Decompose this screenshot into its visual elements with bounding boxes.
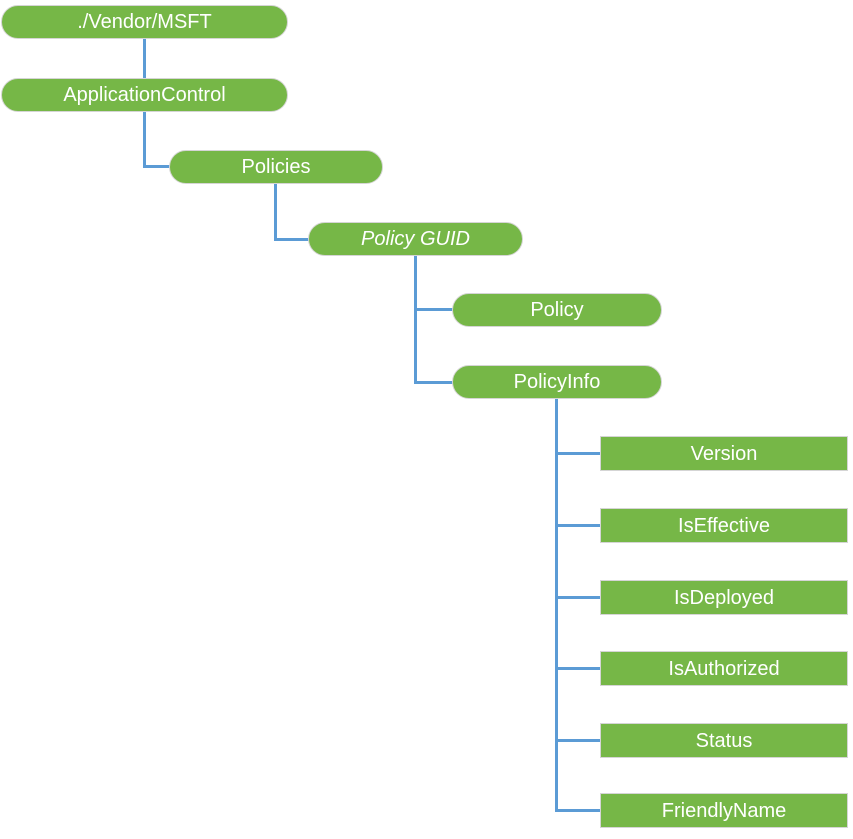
node-isdeployed: IsDeployed (600, 580, 848, 615)
connector-root-to-applicationcontrol (143, 39, 146, 79)
node-policy-info: PolicyInfo (452, 365, 662, 399)
node-isauthorized: IsAuthorized (600, 651, 848, 686)
connector-branch-isdeployed (555, 596, 600, 599)
connector-branch-policy-guid (274, 238, 309, 241)
node-policy: Policy (452, 293, 662, 327)
connector-branch-policy-info (414, 381, 453, 384)
node-version: Version (600, 436, 848, 471)
node-policies: Policies (169, 150, 383, 184)
connector-branch-friendlyname (555, 809, 600, 812)
connector-policy-guid-trunk (414, 256, 417, 384)
node-policy-guid: Policy GUID (308, 222, 523, 256)
connector-branch-iseffective (555, 524, 600, 527)
node-applicationcontrol: ApplicationControl (1, 78, 288, 112)
connector-branch-version (555, 452, 600, 455)
connector-branch-status (555, 739, 600, 742)
node-friendlyname: FriendlyName (600, 793, 848, 828)
connector-branch-policy (414, 308, 453, 311)
node-vendor-msft: ./Vendor/MSFT (1, 5, 288, 39)
node-iseffective: IsEffective (600, 508, 848, 543)
connector-branch-policies (143, 165, 170, 168)
connector-branch-isauthorized (555, 667, 600, 670)
connector-policies-trunk (274, 184, 277, 241)
node-status: Status (600, 723, 848, 758)
connector-policy-info-trunk (555, 399, 558, 812)
connector-applicationcontrol-trunk (143, 112, 146, 168)
